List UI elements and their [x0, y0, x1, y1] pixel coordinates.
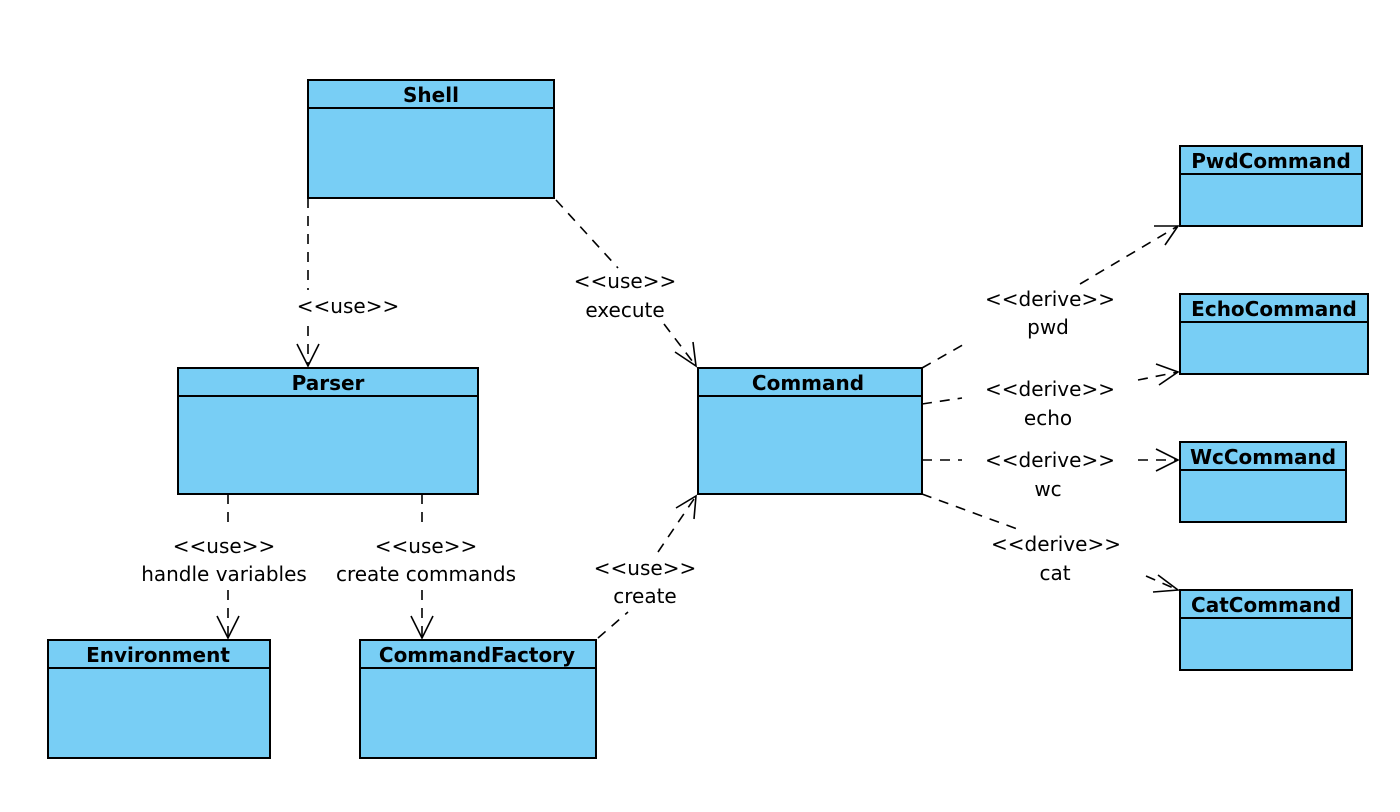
edge-parser-environment-name: handle variables: [141, 562, 307, 586]
class-shell-name: Shell: [403, 83, 459, 107]
edge-shell-command-stereotype: <<use>>: [574, 269, 676, 293]
edge-factory-command: <<use>> create: [594, 494, 697, 639]
edge-line: [555, 199, 619, 269]
arrow-head: [410, 615, 434, 640]
edge-command-cat-name: cat: [1039, 561, 1070, 585]
class-pwd-command[interactable]: PwdCommand: [1179, 145, 1363, 227]
arrow-head: [296, 343, 320, 368]
edge-command-wc-name: wc: [1034, 477, 1061, 501]
arrow-head: [674, 341, 698, 368]
edge-command-cat: <<derive>> cat: [921, 493, 1181, 593]
edge-command-pwd: <<derive>> pwd: [921, 225, 1180, 369]
class-parser-name: Parser: [292, 371, 365, 395]
arrow-head: [1155, 448, 1180, 472]
edge-parser-environment: <<use>> handle variables: [141, 494, 307, 640]
edge-shell-command: <<use>> execute: [555, 199, 698, 368]
class-pwd-command-name: PwdCommand: [1191, 149, 1351, 173]
edge-parser-factory: <<use>> create commands: [336, 494, 516, 640]
edge-command-wc-stereotype: <<derive>>: [985, 448, 1115, 472]
class-shell[interactable]: Shell: [307, 79, 555, 199]
edge-line: [1137, 371, 1179, 381]
edge-factory-command-stereotype: <<use>>: [594, 556, 696, 580]
class-cat-command[interactable]: CatCommand: [1179, 589, 1353, 671]
arrow-head: [675, 494, 697, 520]
edge-line: [597, 611, 629, 639]
edge-parser-factory-name: create commands: [336, 562, 516, 586]
edge-command-cat-stereotype: <<derive>>: [991, 532, 1121, 556]
class-wc-command[interactable]: WcCommand: [1179, 441, 1347, 523]
edge-command-echo-name: echo: [1024, 406, 1072, 430]
class-command-factory-name: CommandFactory: [379, 643, 575, 667]
edge-shell-parser: <<use>>: [296, 198, 399, 368]
edge-factory-command-name: create: [613, 584, 677, 608]
edge-parser-factory-stereotype: <<use>>: [375, 534, 477, 558]
edge-line: [657, 495, 697, 553]
edge-command-wc: <<derive>> wc: [922, 448, 1180, 501]
edge-line: [921, 397, 963, 405]
edge-line: [1079, 225, 1179, 285]
edge-shell-command-name: execute: [585, 298, 664, 322]
edge-parser-environment-stereotype: <<use>>: [173, 534, 275, 558]
class-command[interactable]: Command: [697, 367, 923, 495]
edge-shell-parser-stereotype: <<use>>: [297, 294, 399, 318]
edge-command-pwd-name: pwd: [1027, 315, 1069, 339]
edge-line: [921, 341, 969, 369]
arrow-head: [1152, 574, 1181, 593]
arrow-head: [216, 615, 240, 640]
edge-command-echo-stereotype: <<derive>>: [985, 377, 1115, 401]
edge-command-pwd-stereotype: <<derive>>: [985, 287, 1115, 311]
class-command-name: Command: [752, 371, 864, 395]
class-cat-command-name: CatCommand: [1191, 593, 1341, 617]
edge-line: [921, 493, 1021, 531]
edge-line: [1145, 575, 1179, 591]
class-parser[interactable]: Parser: [177, 367, 479, 495]
arrow-head: [1154, 225, 1180, 246]
class-echo-command-name: EchoCommand: [1191, 297, 1357, 321]
edge-command-echo: <<derive>> echo: [921, 363, 1180, 430]
edge-line: [663, 323, 697, 367]
arrow-head: [1155, 363, 1180, 386]
class-wc-command-name: WcCommand: [1190, 445, 1336, 469]
class-environment-name: Environment: [86, 643, 230, 667]
class-echo-command[interactable]: EchoCommand: [1179, 293, 1369, 375]
class-command-factory[interactable]: CommandFactory: [359, 639, 597, 759]
class-environment[interactable]: Environment: [47, 639, 271, 759]
